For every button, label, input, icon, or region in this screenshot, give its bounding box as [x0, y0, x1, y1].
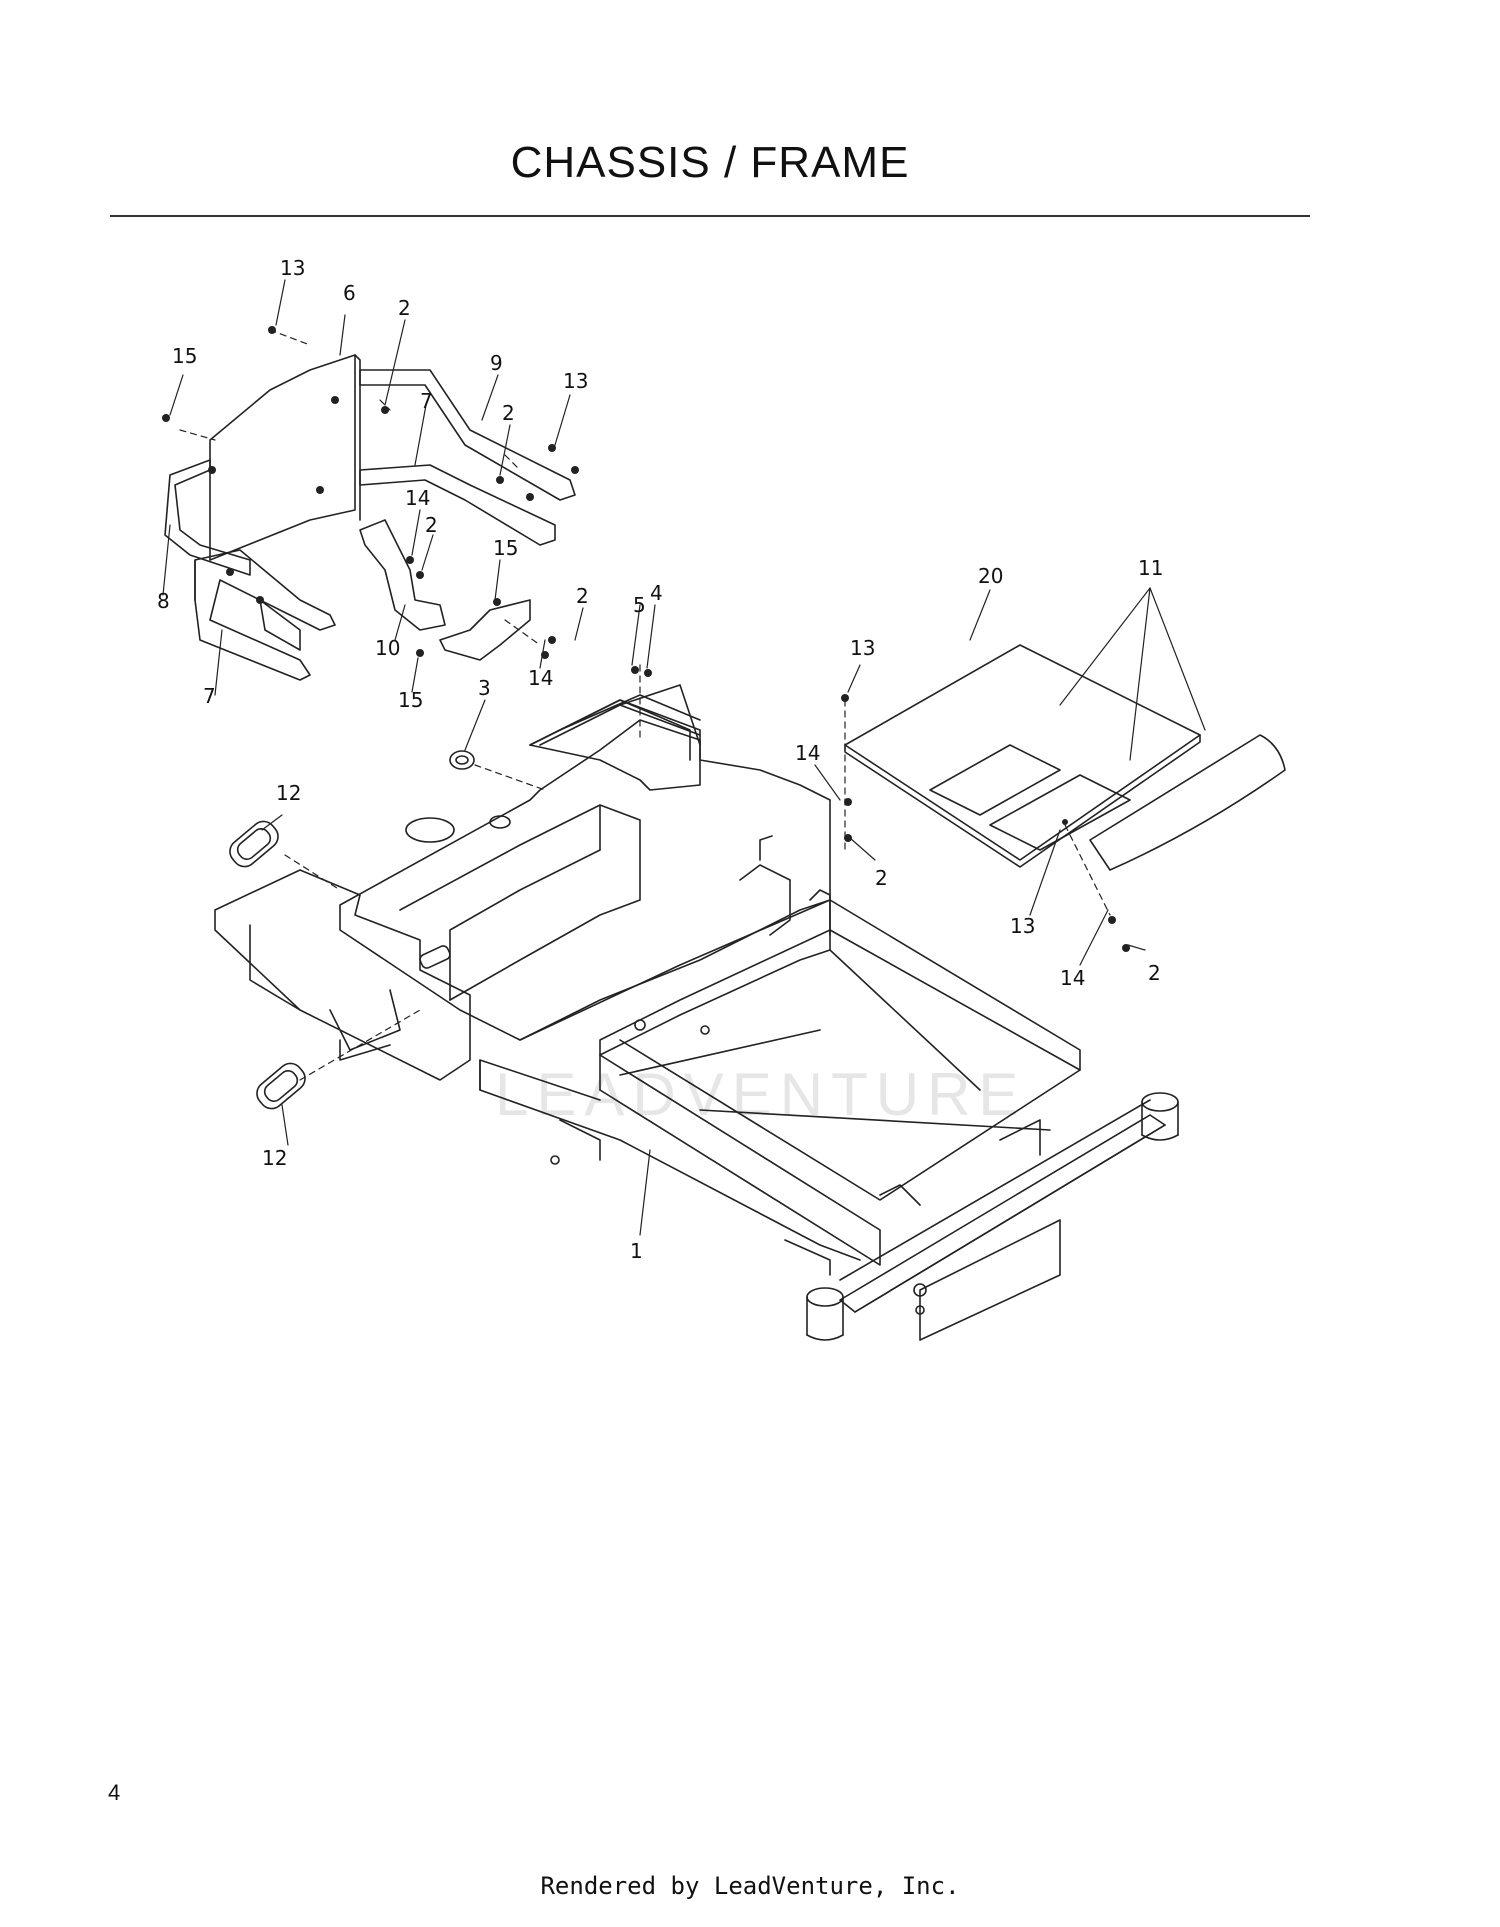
callout-14: 14 [795, 741, 820, 765]
callout-14: 14 [1060, 966, 1085, 990]
assembly-lines [179, 329, 1111, 1081]
callout-2: 2 [1148, 961, 1161, 985]
callout-12: 12 [276, 781, 301, 805]
title-divider [110, 215, 1310, 217]
callout-15: 15 [398, 688, 423, 712]
callout-10: 10 [375, 636, 400, 660]
callout-9: 9 [490, 351, 503, 375]
page-number: 4 [108, 1780, 121, 1805]
callout-13: 13 [1010, 914, 1035, 938]
callout-7: 7 [203, 684, 216, 708]
callout-2: 2 [502, 401, 515, 425]
callout-13: 13 [280, 256, 305, 280]
callout-8: 8 [157, 589, 170, 613]
callout-15: 15 [172, 344, 197, 368]
middle-brackets [359, 519, 531, 661]
fasteners [162, 326, 1130, 952]
callout-7: 7 [420, 389, 433, 413]
footer-credit: Rendered by LeadVenture, Inc. [540, 1872, 960, 1900]
callout-3: 3 [478, 676, 491, 700]
callout-6: 6 [343, 281, 356, 305]
main-frame [214, 684, 1179, 1341]
callout-14: 14 [405, 486, 430, 510]
callout-13: 13 [850, 636, 875, 660]
floor-pan [844, 644, 1286, 871]
callout-4: 4 [650, 581, 663, 605]
callout-5: 5 [633, 593, 646, 617]
callout-20: 20 [978, 564, 1003, 588]
grommets [229, 820, 306, 1110]
callout-2: 2 [398, 296, 411, 320]
bushing [449, 750, 475, 770]
callout-2: 2 [425, 513, 438, 537]
leader-lines [162, 279, 1206, 1236]
callout-2: 2 [875, 866, 888, 890]
page-title: CHASSIS / FRAME [510, 138, 910, 187]
callout-14: 14 [528, 666, 553, 690]
callout-1: 1 [630, 1239, 643, 1263]
rear-bracket-assembly [164, 354, 576, 681]
watermark-text: LEADVENTURE [495, 1061, 1026, 1128]
callout-13: 13 [563, 369, 588, 393]
callout-15: 15 [493, 536, 518, 560]
callout-labels: 13 6 2 15 9 13 7 2 14 2 8 15 2 5 4 10 14… [157, 256, 1163, 1263]
callout-12: 12 [262, 1146, 287, 1170]
callout-2: 2 [576, 584, 589, 608]
callout-11: 11 [1138, 556, 1163, 580]
